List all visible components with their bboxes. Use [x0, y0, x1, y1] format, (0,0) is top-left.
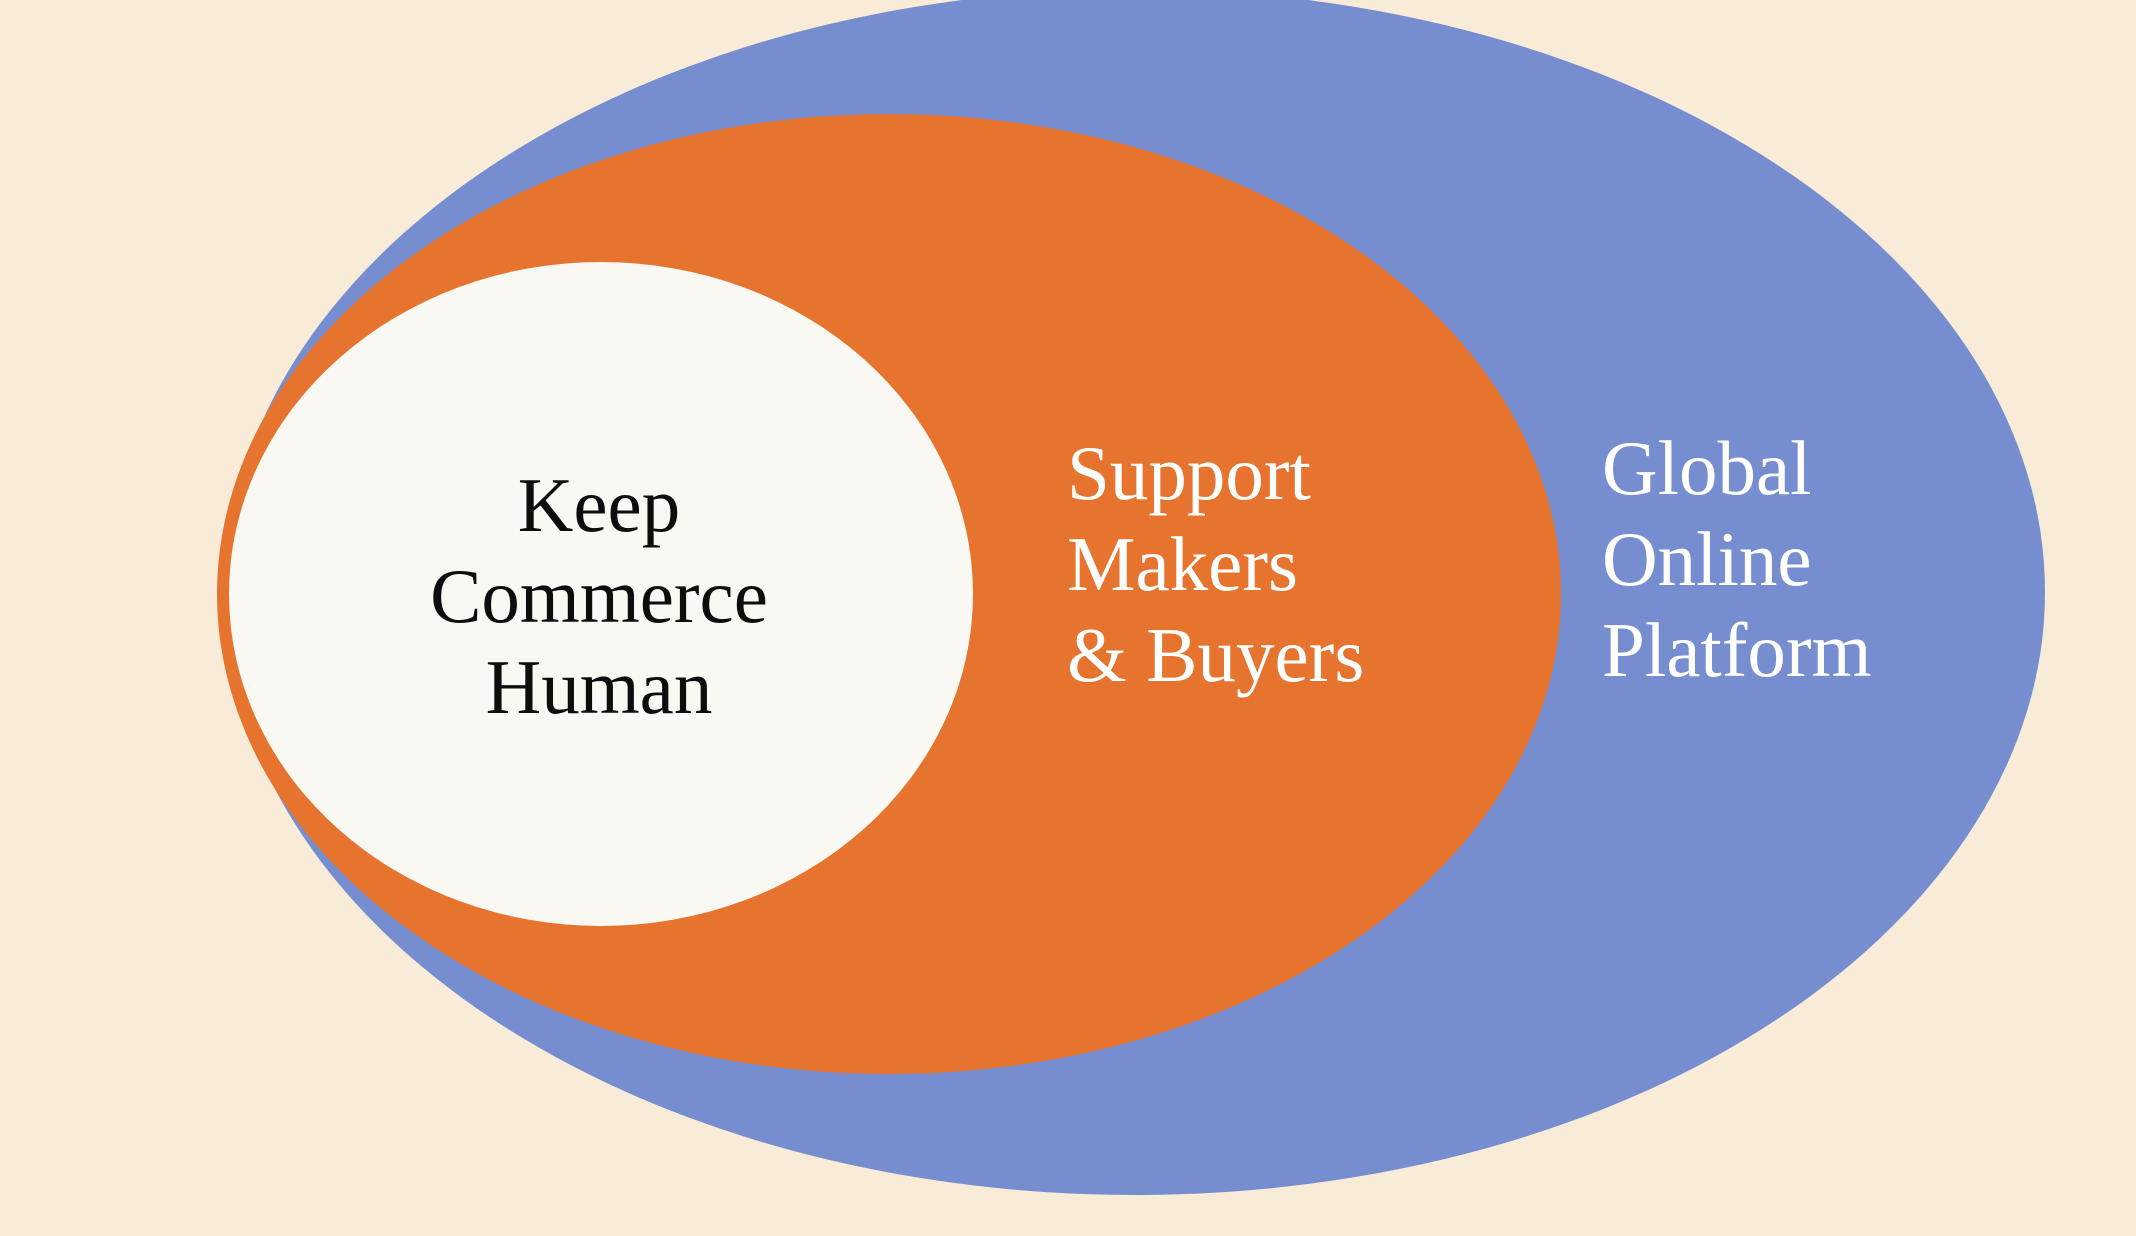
- outer-label-line-1: Global: [1602, 425, 1812, 511]
- inner-ellipse: [229, 262, 973, 926]
- outer-label: Global Online Platform: [1602, 423, 1871, 696]
- inner-label: Keep Commerce Human: [399, 460, 799, 733]
- middle-label: Support Makers & Buyers: [1067, 428, 1364, 701]
- middle-label-line-1: Support: [1067, 430, 1311, 516]
- inner-label-line-3: Human: [485, 644, 713, 730]
- outer-label-line-3: Platform: [1602, 607, 1872, 693]
- inner-label-line-1: Keep: [517, 462, 681, 548]
- outer-label-line-2: Online: [1602, 516, 1812, 602]
- middle-label-line-2: Makers: [1067, 521, 1298, 607]
- inner-label-line-2: Commerce: [430, 553, 768, 639]
- middle-label-line-3: & Buyers: [1067, 612, 1365, 698]
